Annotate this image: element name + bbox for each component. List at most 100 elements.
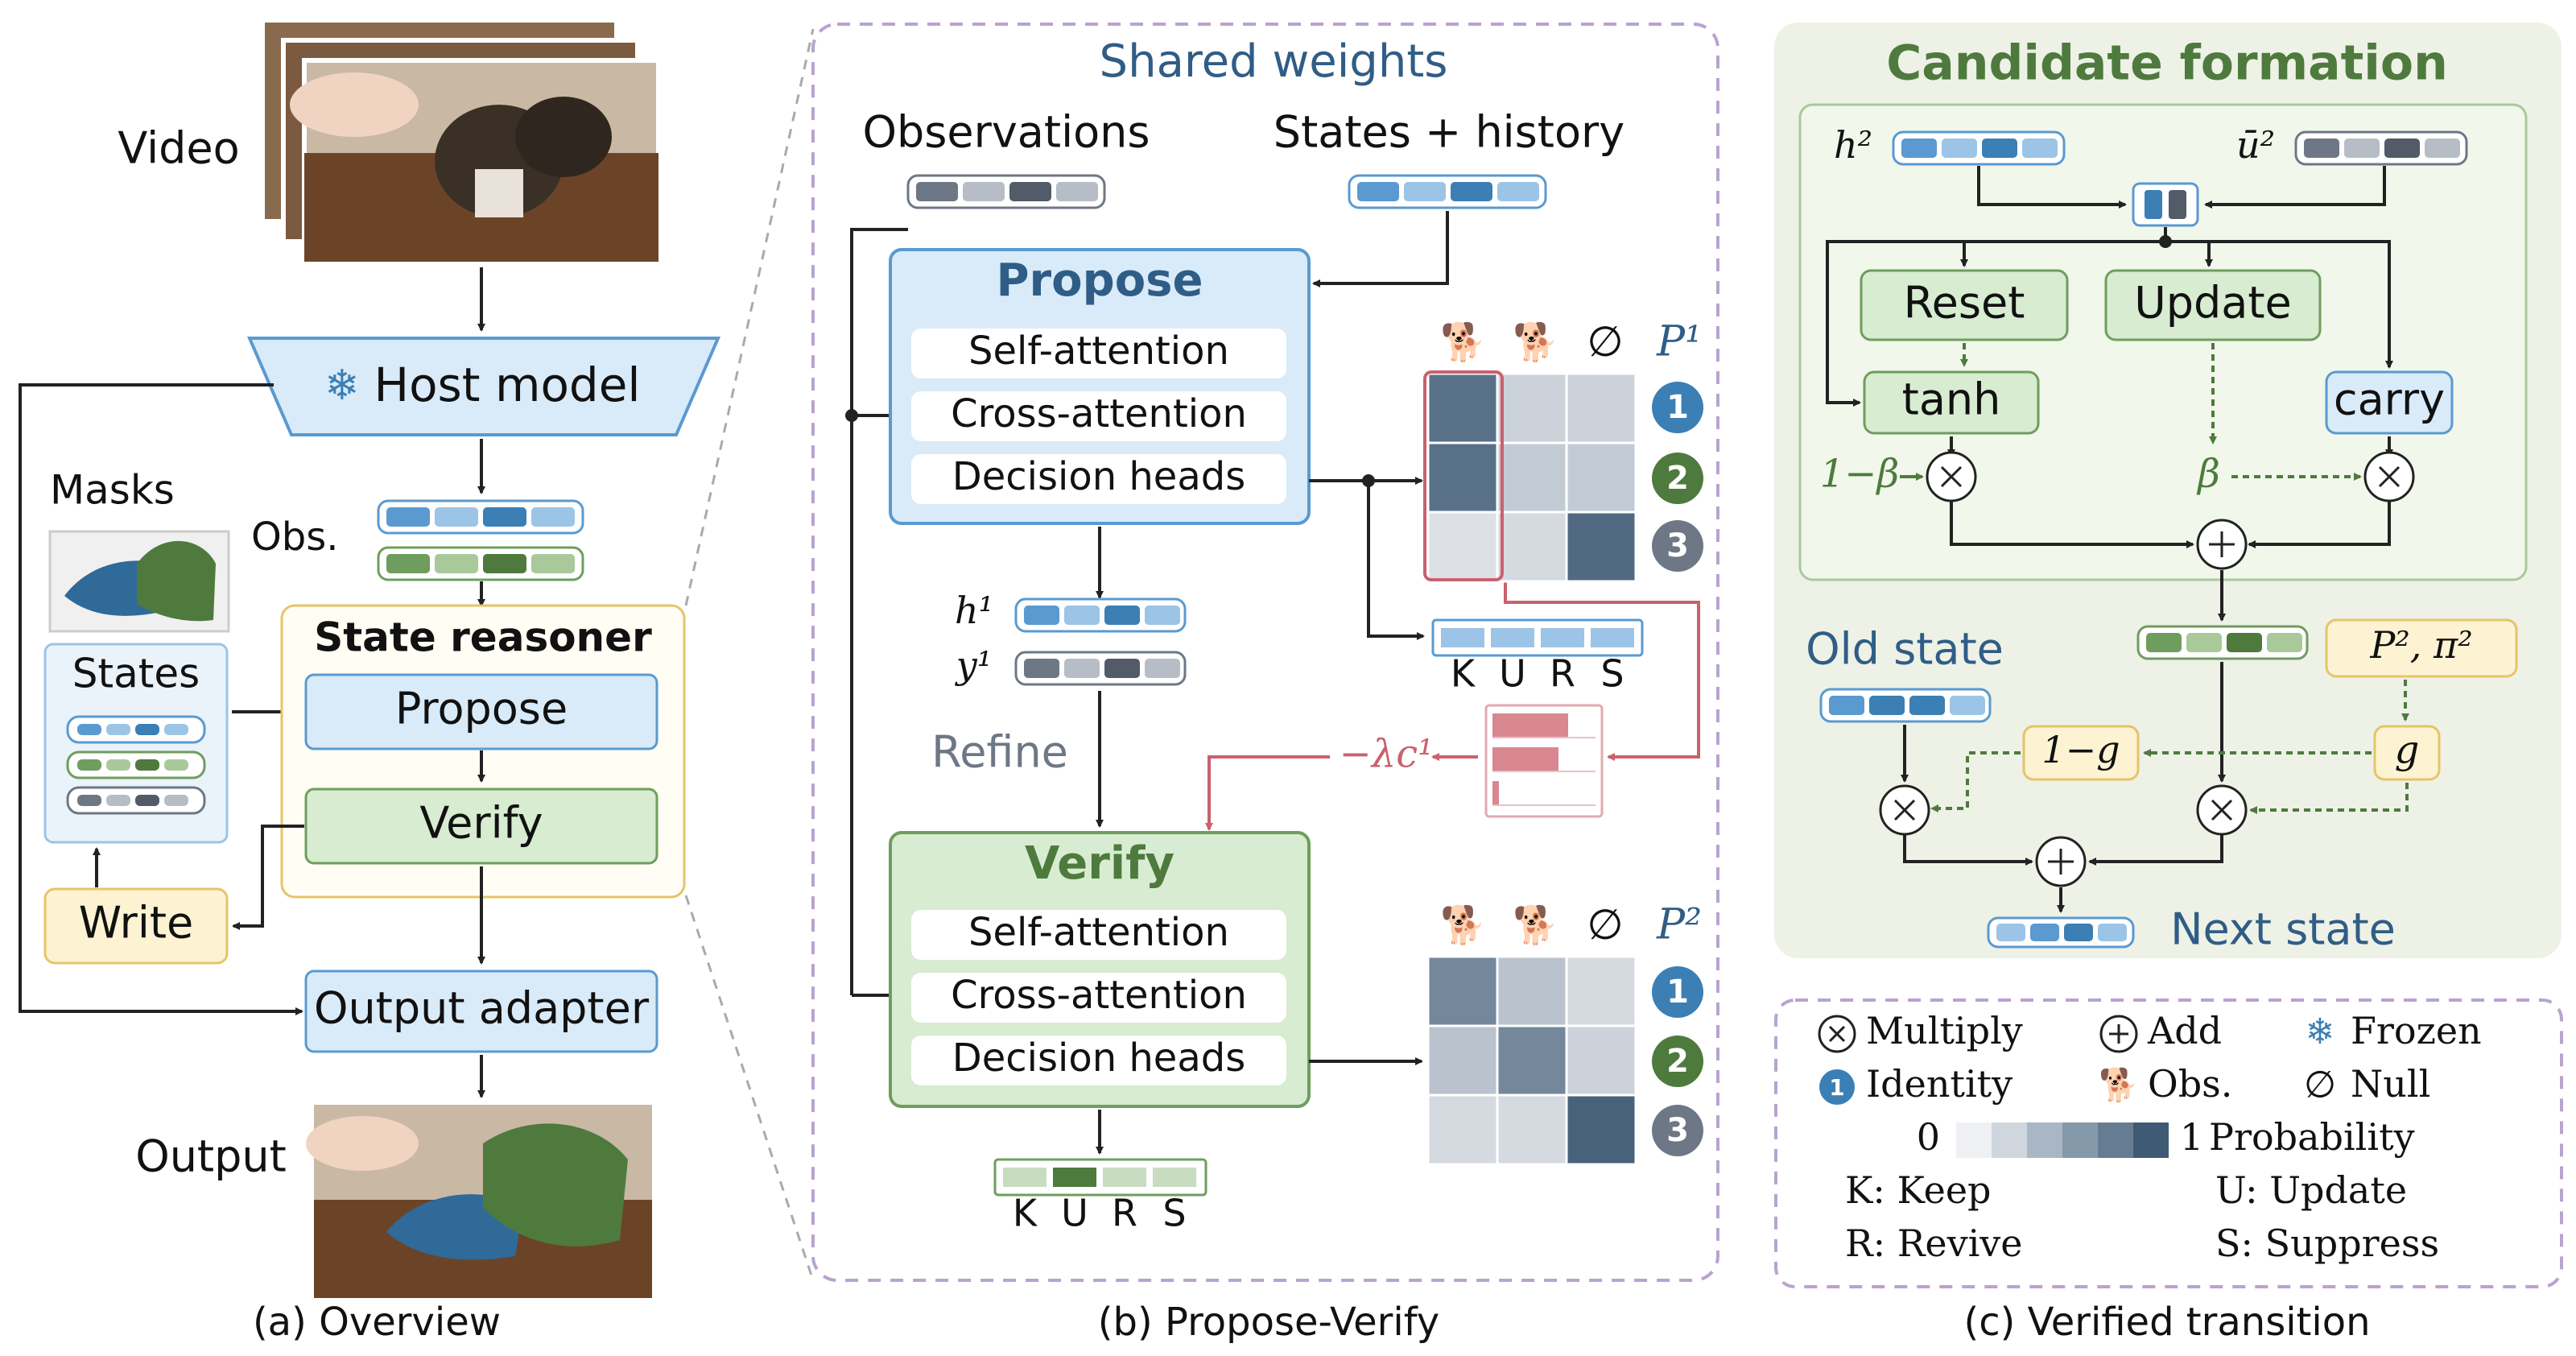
write-label: Write (79, 898, 194, 949)
kurs-token-1 (1431, 618, 1644, 657)
candidate-formation-box (1798, 103, 2528, 581)
matrix-cell (1426, 441, 1499, 514)
svg-text:Null: Null (2351, 1062, 2430, 1106)
verify-title: Verify (1025, 837, 1174, 890)
verify-self-attention-label: Self-attention (968, 910, 1229, 955)
legend-box (1774, 998, 2563, 1288)
beta-label: β (2196, 452, 2220, 497)
video-frames (260, 18, 661, 264)
obs-label: Obs. (251, 515, 339, 560)
penalty-bars (1484, 704, 1604, 818)
output-adapter-block (304, 969, 658, 1053)
caption-a: (a) Overview (253, 1300, 501, 1345)
svg-text:1: 1 (2180, 1115, 2203, 1159)
obs-token-green (377, 546, 584, 581)
penalty-label: −λc¹ (1340, 732, 1434, 777)
kurs-letters-2: K U R S (1013, 1192, 1187, 1235)
propose-self-attention-label: Self-attention (968, 329, 1229, 374)
p2-header: 🐕 🐕 ∅ P² (1440, 901, 1702, 950)
tanh-label: tanh (1902, 374, 2001, 425)
legend-update: U: Update (2215, 1168, 2407, 1212)
propose-decision-heads-label: Decision heads (952, 454, 1245, 499)
p1-matrix (1426, 372, 1637, 583)
svg-text:S: S (1162, 1192, 1186, 1235)
dog-blue-icon: 🐕 (1440, 903, 1486, 947)
svg-text:3: 3 (1666, 1112, 1689, 1149)
g-label: g (2395, 728, 2420, 773)
output-label: Output (135, 1131, 287, 1182)
reset-gate (1860, 269, 2069, 341)
verify-decision-heads (911, 1036, 1286, 1085)
concat-token (2132, 182, 2199, 227)
host-model-label: Host model (374, 358, 640, 412)
matrix-cell (1565, 372, 1637, 444)
matrix-cell (1426, 1093, 1499, 1166)
output-image (306, 1105, 652, 1298)
g-block (2373, 725, 2441, 781)
h2-token (1892, 130, 2066, 166)
dog-green-icon: 🐕 (1513, 903, 1558, 947)
matrix-cell (1565, 1024, 1637, 1097)
output-adapter-label: Output adapter (314, 983, 650, 1034)
carry-block (2325, 370, 2454, 435)
null-icon: ∅ (2304, 1063, 2336, 1106)
svg-text:1: 1 (1666, 974, 1689, 1011)
matrix-cell (1565, 1093, 1637, 1166)
states-label: States (72, 651, 200, 697)
matrix-cell (1496, 441, 1568, 514)
multiply-node-3 (1879, 784, 1930, 836)
matrix-cell (1426, 955, 1499, 1027)
svg-text:S: S (1600, 652, 1624, 696)
observations-label: Observations (863, 107, 1150, 158)
p1-highlight (1423, 370, 1504, 581)
matrix-cell (1565, 441, 1637, 514)
legend-multiply: Multiply (1818, 1009, 2023, 1053)
write-block (43, 887, 229, 965)
p2-identity-badges: 1 2 3 (1652, 966, 1703, 1156)
caption-c: (c) Verified transition (1964, 1300, 2371, 1345)
matrix-cell (1496, 511, 1568, 583)
state-token-1 (66, 715, 206, 744)
one-minus-g-label: 1−g (2041, 728, 2120, 771)
state-reasoner-title: State reasoner (314, 614, 652, 661)
kurs-letters-1: K U R S (1451, 652, 1624, 696)
null-icon: ∅ (1587, 318, 1623, 366)
svg-text:2: 2 (1666, 460, 1689, 497)
state-token-3 (66, 786, 206, 815)
refine-label: Refine (931, 727, 1068, 778)
observations-token (906, 174, 1106, 209)
propose-title: Propose (996, 254, 1203, 307)
old-state-token (1819, 688, 1992, 723)
h2-label: h² (1834, 123, 1872, 167)
kurs-token-2 (993, 1158, 1208, 1197)
legend-add: Add (2099, 1009, 2222, 1053)
multiply-node-1 (1926, 451, 1977, 502)
svg-text:R: R (1550, 652, 1575, 696)
verify-cross-attention-label: Cross-attention (951, 973, 1247, 1018)
p1-header: 🐕 🐕 ∅ P¹ (1440, 318, 1702, 367)
null-icon: ∅ (1587, 901, 1623, 949)
matrix-cell (1565, 955, 1637, 1027)
legend-probability-scale: 0 1 Probability (1917, 1115, 2415, 1159)
next-state-token (1987, 916, 2135, 949)
verify-self-attention (911, 910, 1286, 960)
caption-b: (b) Propose-Verify (1098, 1300, 1439, 1345)
svg-text:1: 1 (1829, 1074, 1844, 1101)
matrix-cell (1426, 1024, 1499, 1097)
matrix-cell (1496, 1093, 1568, 1166)
obs-token-blue (377, 499, 584, 535)
matrix-cell (1496, 372, 1568, 444)
svg-text:U: U (1061, 1192, 1088, 1235)
update-label: Update (2134, 278, 2292, 329)
propose-decision-heads (911, 454, 1286, 504)
y1-label: y¹ (955, 643, 992, 687)
multiply-node-2 (2363, 451, 2415, 502)
video-label: Video (118, 123, 239, 174)
candidate-token (2136, 625, 2309, 660)
propose-cross-attention-label: Cross-attention (951, 391, 1247, 436)
propose-cross-attention (911, 391, 1286, 441)
legend-suppress: S: Suppress (2215, 1222, 2439, 1265)
old-state-label: Old state (1806, 624, 2004, 675)
propose-self-attention (911, 329, 1286, 378)
